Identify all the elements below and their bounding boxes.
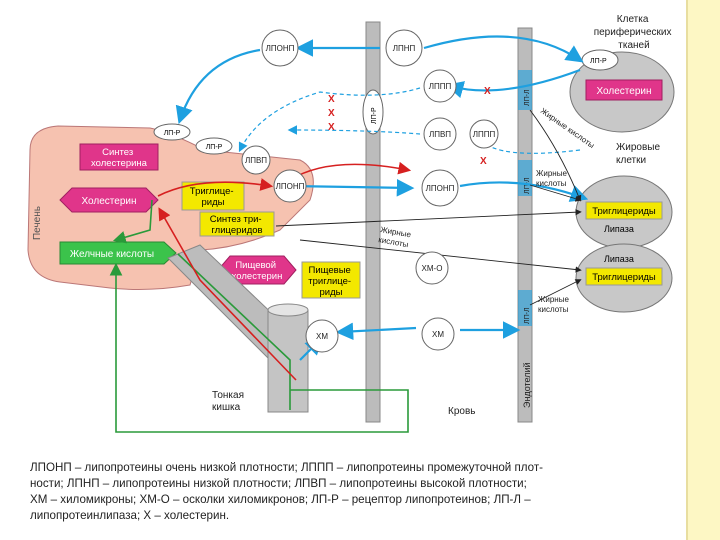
tg-synthesis-box [199,211,275,237]
intestine-top [267,303,309,317]
cholesterol-x-marks: X X X X X [328,86,491,167]
intestine-tube [267,309,309,413]
svg-text:ЛППП: ЛППП [473,130,496,139]
food-tg-box [301,261,361,299]
food-tg-text: Пищевые триглице- риды [308,265,353,298]
svg-text:ХМ: ХМ [316,332,328,341]
svg-text:ЛП-Р: ЛП-Р [206,144,223,151]
legend-line-1: ЛПОНП – липопротеины очень низкой плотно… [30,461,544,474]
svg-text:X: X [328,122,335,133]
svg-text:ЛППП: ЛППП [429,82,452,91]
svg-text:кислоты: кислоты [538,305,569,314]
lp-r-cell-label: ЛП-Р [590,58,607,65]
peripheral-cell-label: Клетка периферических тканей [594,14,675,51]
liver-label: Печень [32,206,43,240]
svg-text:X: X [484,86,491,97]
diagram-frame: Печень Эндотелий Кровь ЛП-Л ЛП-Л ЛП-Л ЛП… [27,14,680,524]
svg-text:Жирные: Жирные [536,169,567,178]
svg-text:X: X [480,156,487,167]
fat-cells-label: Жировые клетки [616,142,663,166]
svg-text:ЛП-Л: ЛП-Л [524,177,531,194]
svg-text:ЛПОНП: ЛПОНП [266,44,295,53]
legend-line-3: ХМ – хиломикроны; ХМ-О – осколки хиломик… [30,493,531,506]
lipase2-label: Липаза [604,254,634,264]
svg-text:ЛП-Р: ЛП-Р [164,130,181,137]
food-cholesterol-text: Пищевой холестерин [232,260,283,282]
fat-tg1-box [585,201,663,220]
bile-acids-text: Желчные кислоты [70,249,154,260]
cell-cholesterol-box [585,79,663,101]
lp-r-band-label: ЛП-Р [371,107,378,124]
blood-label: Кровь [448,406,475,417]
triglycerides-text: Триглице- риды [190,186,236,208]
fat-tg2-text: Триглицериды [592,272,656,283]
legend: ЛПОНП – липопротеины очень низкой плотно… [30,460,680,524]
svg-text:X: X [328,94,335,105]
lp-r-receptor-band [362,89,384,135]
tg-synthesis-text: Синтез три- глицеридов [210,214,264,236]
svg-text:ХМ: ХМ [432,330,444,339]
fat-tg1-text: Триглицериды [592,206,656,217]
red-cholesterol-flow [158,207,297,381]
svg-text:ЛП-Л: ЛП-Л [524,89,531,106]
bile-acid-loop [109,253,409,433]
cholesterol-box [59,187,159,213]
blue-lpnp-top [175,48,261,125]
svg-text:Жирные: Жирные [538,295,569,304]
side-panel [686,0,720,540]
cell-cholesterol-text: Холестерин [597,86,652,97]
svg-text:ЛП-Л: ЛП-Л [524,307,531,324]
svg-text:ЛПВП: ЛПВП [245,156,267,165]
svg-text:ЛПОНП: ЛПОНП [426,184,455,193]
lipase1-label: Липаза [604,224,634,234]
lp-l-markers: ЛП-Л ЛП-Л ЛП-Л [518,70,532,326]
svg-text:кислоты: кислоты [536,179,567,188]
svg-text:ЛПВП: ЛПВП [429,130,451,139]
lipoprotein-particles: ЛПОНП ЛПНП ЛППП ЛПВП ЛППП ЛПВП ЛПОНП ЛПО… [241,29,499,353]
legend-line-2: ности; ЛПНП – липопротеины низкой плотно… [30,477,527,490]
endothelium-label: Эндотелий [522,362,532,408]
lipoprotein-metabolism-diagram: Печень Эндотелий Кровь ЛП-Л ЛП-Л ЛП-Л ЛП… [27,14,675,433]
cholesterol-synthesis-box [79,143,159,171]
legend-line-4: липопротеинлипаза; Х – холестерин. [30,509,230,522]
intestine-label: Тонкая кишка [212,390,247,413]
liver-receptors: ЛП-Р ЛП-Р [153,123,233,155]
svg-text:X: X [328,108,335,119]
cholesterol-synthesis-text: Синтез холестерина [91,147,148,169]
svg-text:ХМ-О: ХМ-О [422,264,443,273]
svg-text:ЛПОНП: ЛПОНП [276,182,305,191]
triglycerides-box [181,181,245,211]
svg-text:ЛПНП: ЛПНП [393,44,416,53]
fat-tg2-box [585,267,663,286]
cholesterol-text: Холестерин [82,196,137,207]
